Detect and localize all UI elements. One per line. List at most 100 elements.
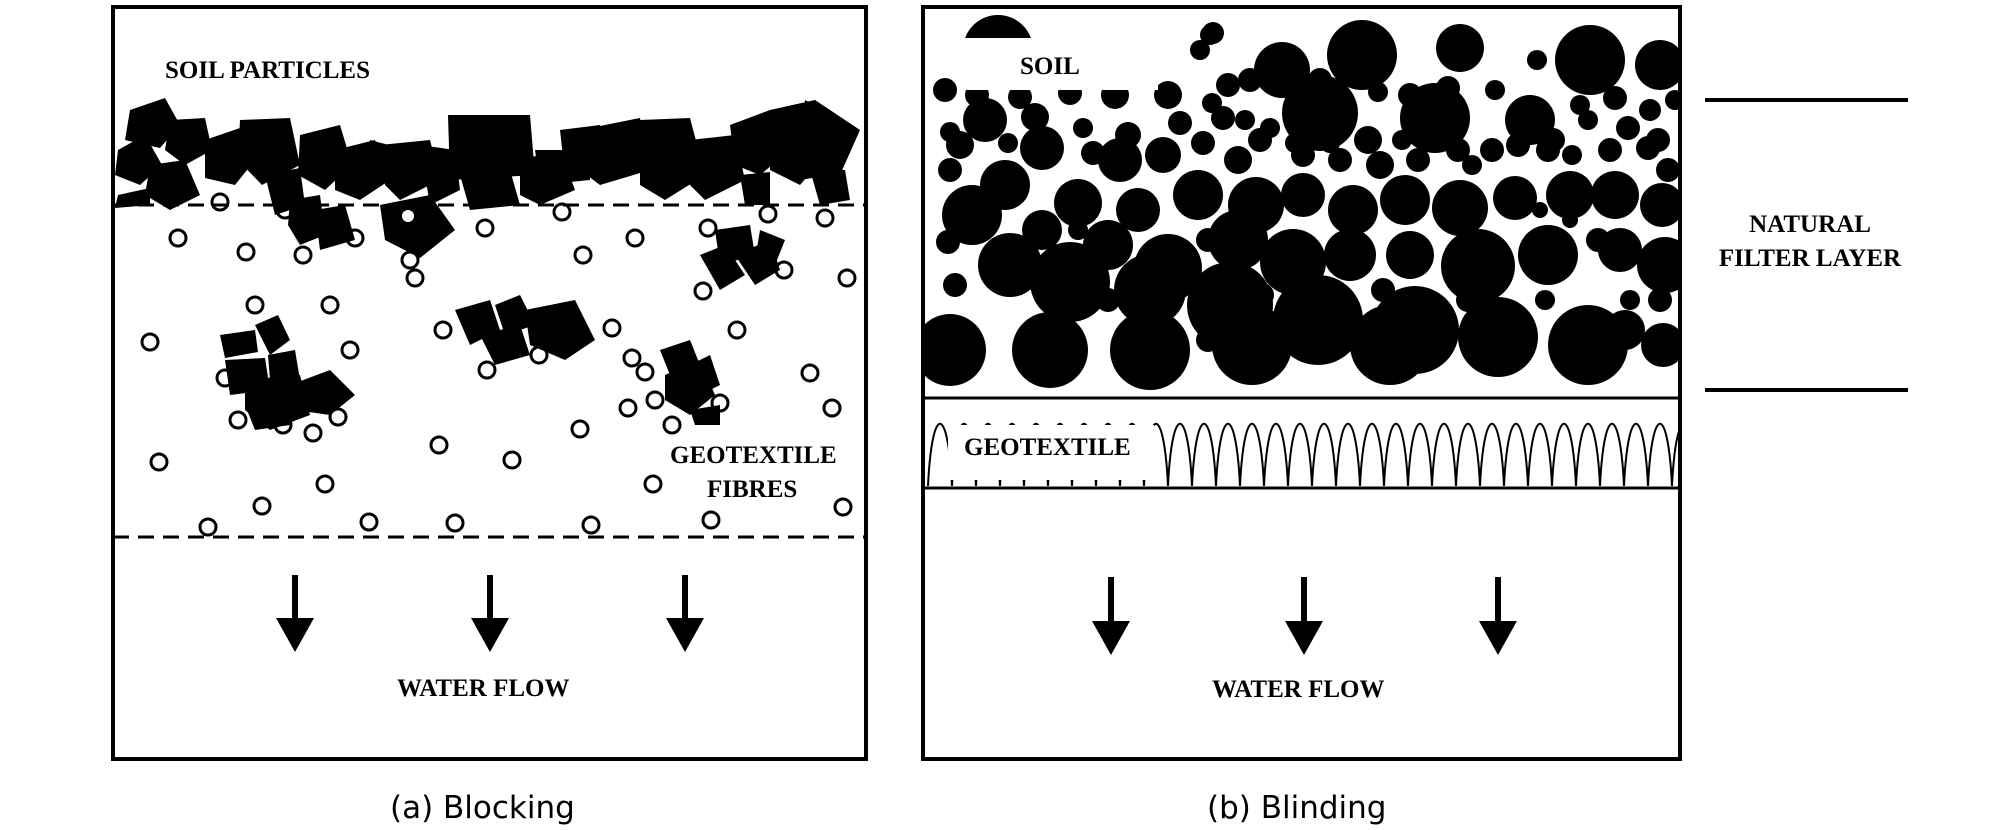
soil-sphere bbox=[946, 131, 974, 159]
geotextile-label-box bbox=[948, 425, 1154, 480]
soil-sphere bbox=[1480, 138, 1504, 162]
soil-sphere bbox=[1436, 76, 1460, 100]
soil-sphere bbox=[1637, 237, 1680, 293]
soil-sphere bbox=[1505, 95, 1555, 145]
soil-sphere bbox=[1328, 185, 1378, 235]
soil-sphere bbox=[1022, 210, 1062, 250]
soil-sphere bbox=[1168, 111, 1192, 135]
fibre-circle bbox=[429, 435, 449, 455]
fibre-circle bbox=[573, 245, 593, 265]
panel-blinding: SOIL GEOTEXTILE WATER FLOW N bbox=[921, 5, 1908, 826]
water-flow-label-b: WATER FLOW bbox=[1212, 676, 1384, 703]
fibre-circle bbox=[228, 410, 248, 430]
soil-sphere bbox=[1616, 116, 1640, 140]
soil-sphere bbox=[1605, 310, 1645, 350]
soil-sphere bbox=[1446, 138, 1470, 162]
soil-sphere bbox=[1320, 133, 1340, 153]
fibre-circle bbox=[502, 450, 522, 470]
down-arrow-icon bbox=[1479, 577, 1517, 655]
soil-sphere bbox=[1320, 280, 1340, 300]
soil-sphere bbox=[942, 185, 1002, 245]
soil-label-box bbox=[960, 38, 1158, 90]
soil-sphere bbox=[1190, 40, 1210, 60]
fibre-circle bbox=[168, 228, 188, 248]
soil-sphere bbox=[1436, 24, 1484, 72]
fibre-circle bbox=[625, 228, 645, 248]
caption-blocking: (a) Blocking bbox=[390, 790, 575, 825]
fibre-circle bbox=[822, 398, 842, 418]
soil-particle-band bbox=[115, 98, 860, 258]
fibre-circle bbox=[210, 192, 230, 212]
fibre-circle bbox=[245, 295, 265, 315]
soil-sphere bbox=[1392, 130, 1412, 150]
soil-sphere bbox=[1110, 310, 1190, 390]
soil-sphere bbox=[1273, 275, 1363, 365]
soil-sphere bbox=[1639, 99, 1661, 121]
soil-sphere bbox=[1635, 40, 1680, 90]
soil-sphere bbox=[1285, 133, 1305, 153]
soil-sphere bbox=[1098, 138, 1142, 182]
fibre-circle bbox=[140, 332, 160, 352]
soil-sphere bbox=[1116, 188, 1160, 232]
soil-sphere bbox=[1248, 128, 1272, 152]
geotextile-fibre-loops bbox=[927, 422, 1680, 487]
soil-sphere bbox=[1380, 175, 1430, 225]
down-arrow-icon bbox=[1092, 577, 1130, 655]
soil-sphere bbox=[1432, 180, 1488, 236]
soil-sphere bbox=[1546, 171, 1594, 219]
fibre-circle bbox=[837, 268, 857, 288]
water-flow-arrows-b bbox=[1092, 577, 1517, 655]
soil-sphere bbox=[1506, 133, 1530, 157]
fibre-dot bbox=[402, 210, 414, 222]
soil-sphere bbox=[1640, 183, 1680, 227]
soil-sphere bbox=[1406, 148, 1430, 172]
soil-sphere bbox=[1591, 171, 1639, 219]
soil-sphere bbox=[1562, 145, 1582, 165]
soil-sphere bbox=[1641, 323, 1680, 367]
fibre-circle bbox=[635, 362, 655, 382]
soil-sphere bbox=[1068, 220, 1088, 240]
soil-sphere bbox=[1173, 170, 1223, 220]
soil-sphere bbox=[1328, 148, 1352, 172]
soil-sphere bbox=[1386, 231, 1434, 279]
soil-sphere bbox=[1021, 103, 1049, 131]
soil-sphere bbox=[1145, 137, 1181, 173]
soil-sphere bbox=[1054, 179, 1102, 227]
fibre-circle bbox=[645, 390, 665, 410]
fibre-circle bbox=[622, 348, 642, 368]
soil-particles-label: SOIL PARTICLES bbox=[165, 57, 370, 84]
soil-sphere bbox=[1096, 288, 1120, 312]
soil-sphere bbox=[1235, 110, 1255, 130]
fibre-circle bbox=[698, 218, 718, 238]
fibre-circle bbox=[602, 318, 622, 338]
soil-sphere bbox=[1208, 210, 1268, 270]
soil-sphere bbox=[1238, 68, 1262, 92]
soil-sphere bbox=[1202, 22, 1224, 44]
fibre-circle bbox=[815, 208, 835, 228]
soil-sphere bbox=[1485, 80, 1505, 100]
soil-sphere bbox=[978, 233, 1042, 297]
soil-sphere bbox=[1196, 328, 1220, 352]
fibre-circle bbox=[643, 474, 663, 494]
fibre-circle bbox=[252, 496, 272, 516]
fibre-circle bbox=[198, 517, 218, 537]
soil-sphere bbox=[1518, 225, 1578, 285]
soil-sphere bbox=[1527, 50, 1547, 70]
soil-sphere bbox=[1462, 155, 1482, 175]
panel-a-frame bbox=[111, 5, 868, 761]
fibre-circle bbox=[340, 340, 360, 360]
fibre-circle bbox=[445, 513, 465, 533]
soil-sphere bbox=[1371, 278, 1395, 302]
natural-filter-layer-label-line2: FILTER LAYER bbox=[1719, 245, 1902, 272]
soil-sphere bbox=[1250, 283, 1274, 307]
fibre-circle bbox=[552, 202, 572, 222]
fibre-circle bbox=[662, 415, 682, 435]
fibre-circle bbox=[328, 407, 348, 427]
geotextile-fibres-label-line1: GEOTEXTILE bbox=[670, 442, 837, 469]
fibre-circle bbox=[405, 268, 425, 288]
soil-sphere bbox=[1636, 136, 1660, 160]
soil-sphere bbox=[1570, 95, 1590, 115]
soil-sphere bbox=[1656, 158, 1680, 182]
down-arrow-icon bbox=[666, 575, 704, 652]
